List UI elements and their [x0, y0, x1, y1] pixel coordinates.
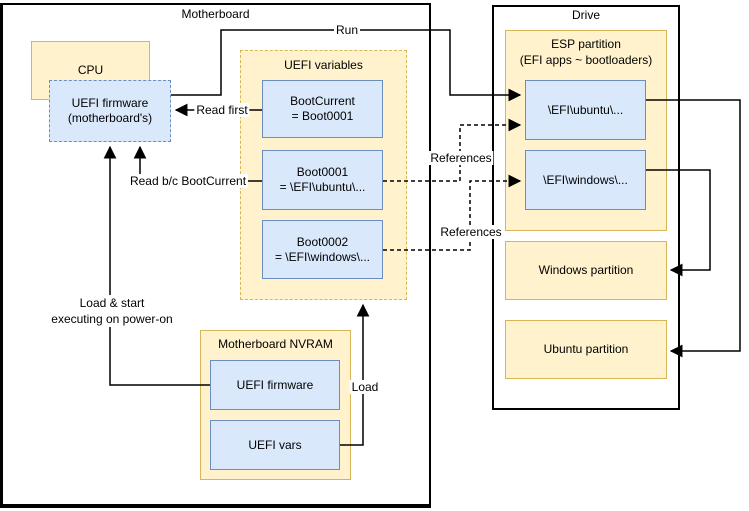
nvram-uefi-firmware-label: UEFI firmware — [236, 377, 314, 392]
run-label: Run — [333, 23, 361, 37]
boot0002-box: Boot0002 = \EFI\windows\... — [262, 220, 383, 279]
efi-windows-label: \EFI\windows\... — [543, 172, 628, 187]
uefi-firmware-motherboard-box: UEFI firmware (motherboard's) — [49, 80, 171, 142]
load-start-line2: executing on power-on — [49, 311, 175, 327]
esp-label-line1: ESP partition — [551, 37, 621, 51]
uefi-variables-label: UEFI variables — [284, 58, 363, 72]
bootcurrent-line1: BootCurrent — [290, 94, 355, 108]
efi-ubuntu-label: \EFI\ubuntu\... — [547, 102, 624, 117]
drive-label: Drive — [571, 8, 600, 22]
efi-windows-box: \EFI\windows\... — [525, 150, 646, 210]
boot0002-line2: = \EFI\windows\... — [274, 249, 371, 264]
boot0001-line1: Boot0001 — [296, 165, 349, 179]
ubuntu-partition-label: Ubuntu partition — [543, 342, 629, 356]
boot0001-line2: = \EFI\ubuntu\... — [279, 180, 366, 194]
ubuntu-partition-box: Ubuntu partition — [505, 320, 667, 379]
read-bc-bootcurrent-label: Read b/c BootCurrent — [127, 174, 249, 188]
read-first-label: Read first — [194, 103, 250, 117]
references-ubuntu-label: References — [428, 151, 494, 165]
uefi-firmware-line1: UEFI firmware — [71, 96, 149, 110]
boot0002-line1: Boot0002 — [296, 234, 349, 249]
load-start-line1: Load & start — [77, 295, 147, 311]
uefi-firmware-line2: (motherboard's) — [67, 111, 153, 125]
cpu-label: CPU — [77, 63, 104, 77]
efi-ubuntu-box: \EFI\ubuntu\... — [525, 80, 646, 140]
boot0001-box: Boot0001 = \EFI\ubuntu\... — [262, 150, 383, 210]
nvram-uefi-firmware-box: UEFI firmware — [210, 360, 340, 410]
windows-partition-box: Windows partition — [505, 241, 667, 300]
load-start-label: Load & start executing on power-on — [49, 295, 175, 327]
nvram-label: Motherboard NVRAM — [218, 337, 333, 351]
nvram-uefi-vars-label: UEFI vars — [248, 437, 302, 452]
bootcurrent-line2: = Boot0001 — [291, 109, 354, 123]
bootcurrent-box: BootCurrent = Boot0001 — [262, 80, 383, 138]
esp-label-line2: (EFI apps ~ bootloaders) — [519, 53, 653, 67]
nvram-uefi-vars-box: UEFI vars — [210, 420, 340, 470]
load-label: Load — [349, 380, 381, 394]
references-windows-label: References — [438, 225, 504, 239]
windows-partition-label: Windows partition — [538, 263, 634, 277]
motherboard-label: Motherboard — [181, 7, 250, 21]
esp-partition-label: ESP partition (EFI apps ~ bootloaders) — [505, 36, 667, 68]
